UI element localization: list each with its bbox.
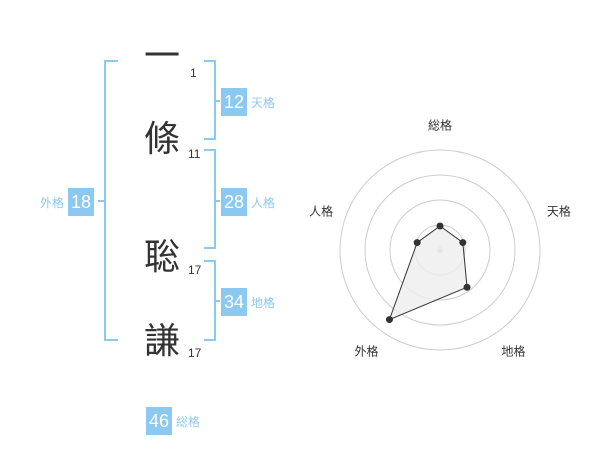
chikaku-badge: 34 地格 [221, 288, 275, 316]
stroke-count-1: 1 [190, 66, 197, 80]
soukaku-value: 46 [146, 407, 173, 435]
radar-axis-label-2: 地格 [501, 344, 526, 359]
stroke-count-4: 17 [188, 346, 202, 360]
jinkaku-badge: 28 人格 [221, 188, 275, 216]
radar-point-2 [463, 283, 471, 291]
stroke-count-2: 11 [188, 147, 201, 161]
radar-point-3 [385, 316, 393, 324]
radar-point-0 [436, 222, 444, 230]
stroke-count-3: 17 [188, 263, 202, 277]
radar-axis-label-1: 天格 [546, 204, 571, 219]
radar-point-1 [459, 239, 467, 247]
gaikaku-label: 外格 [40, 195, 65, 210]
jinkaku-value: 28 [221, 188, 248, 216]
soukaku-label: 総格 [176, 414, 201, 429]
tenkaku-badge: 12 天格 [221, 88, 275, 116]
radar-axis-label-0: 総格 [427, 118, 453, 133]
name-char-2: 條 [143, 119, 180, 160]
radar-axis-label-3: 外格 [354, 344, 379, 359]
gaikaku-badge: 外格 18 [40, 188, 95, 216]
tenkaku-value: 12 [221, 88, 248, 116]
gaikaku-value: 18 [68, 188, 95, 216]
tenkaku-label: 天格 [251, 95, 276, 110]
radar-ring-4 [339, 149, 541, 351]
name-char-4: 謙 [143, 321, 180, 362]
chikaku-label: 地格 [251, 295, 276, 310]
radar-axis-label-4: 人格 [309, 204, 334, 219]
name-char-1: 一 [143, 36, 180, 77]
name-char-3: 聡 [143, 237, 180, 278]
radar-ring-2 [389, 199, 491, 301]
jinkaku-label: 人格 [251, 195, 276, 210]
radar-series-polygon [388, 225, 468, 321]
radar-point-4 [413, 239, 421, 247]
soukaku-badge: 46 総格 [146, 407, 200, 435]
radar-ring-3 [364, 174, 516, 326]
chikaku-value: 34 [221, 288, 248, 316]
